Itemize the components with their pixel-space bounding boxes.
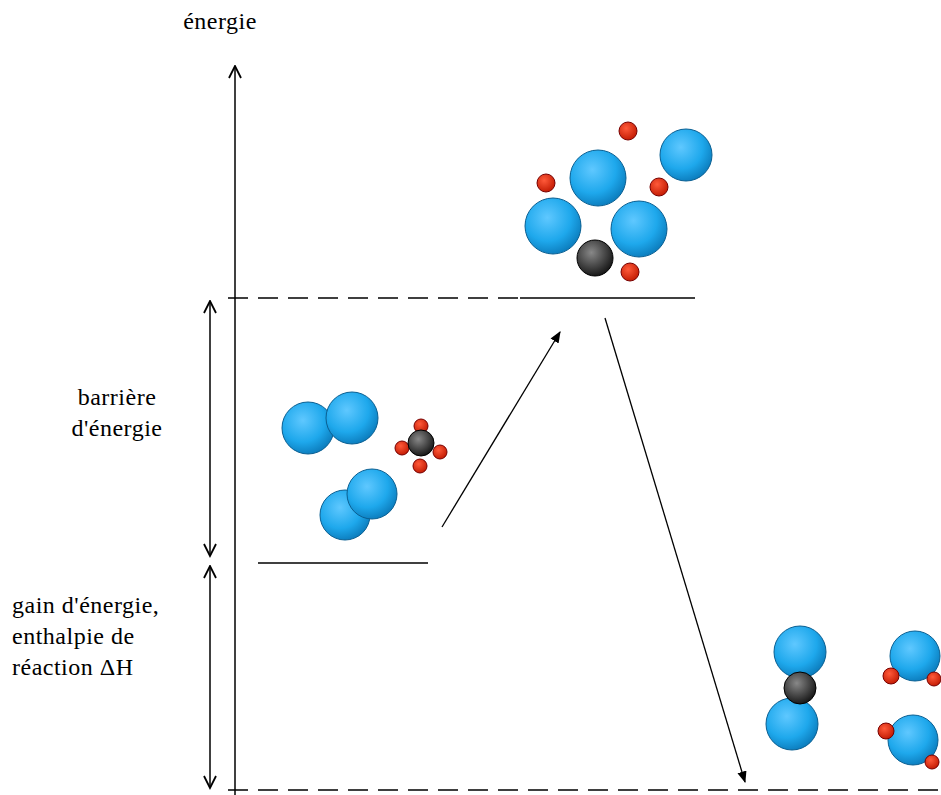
reaction-arrow: [442, 332, 560, 527]
transition-level: [228, 297, 520, 299]
energy-axis: [234, 66, 236, 795]
transition-state: [525, 122, 712, 281]
reactant-level: [258, 562, 428, 564]
products: [766, 626, 941, 769]
axes: [210, 66, 941, 795]
reactants: [282, 392, 447, 540]
transition-level: [520, 297, 695, 299]
barrier-bracket: [209, 301, 211, 556]
reaction-arrow: [605, 318, 745, 782]
axis-label: énergie: [150, 6, 290, 37]
enthalpy-bracket: [209, 566, 211, 788]
barrier-label: barrière d'énergie: [42, 382, 192, 444]
enthalpy-label: gain d'énergie, enthalpie de réaction ΔH: [12, 590, 162, 683]
product-level: [228, 789, 941, 791]
